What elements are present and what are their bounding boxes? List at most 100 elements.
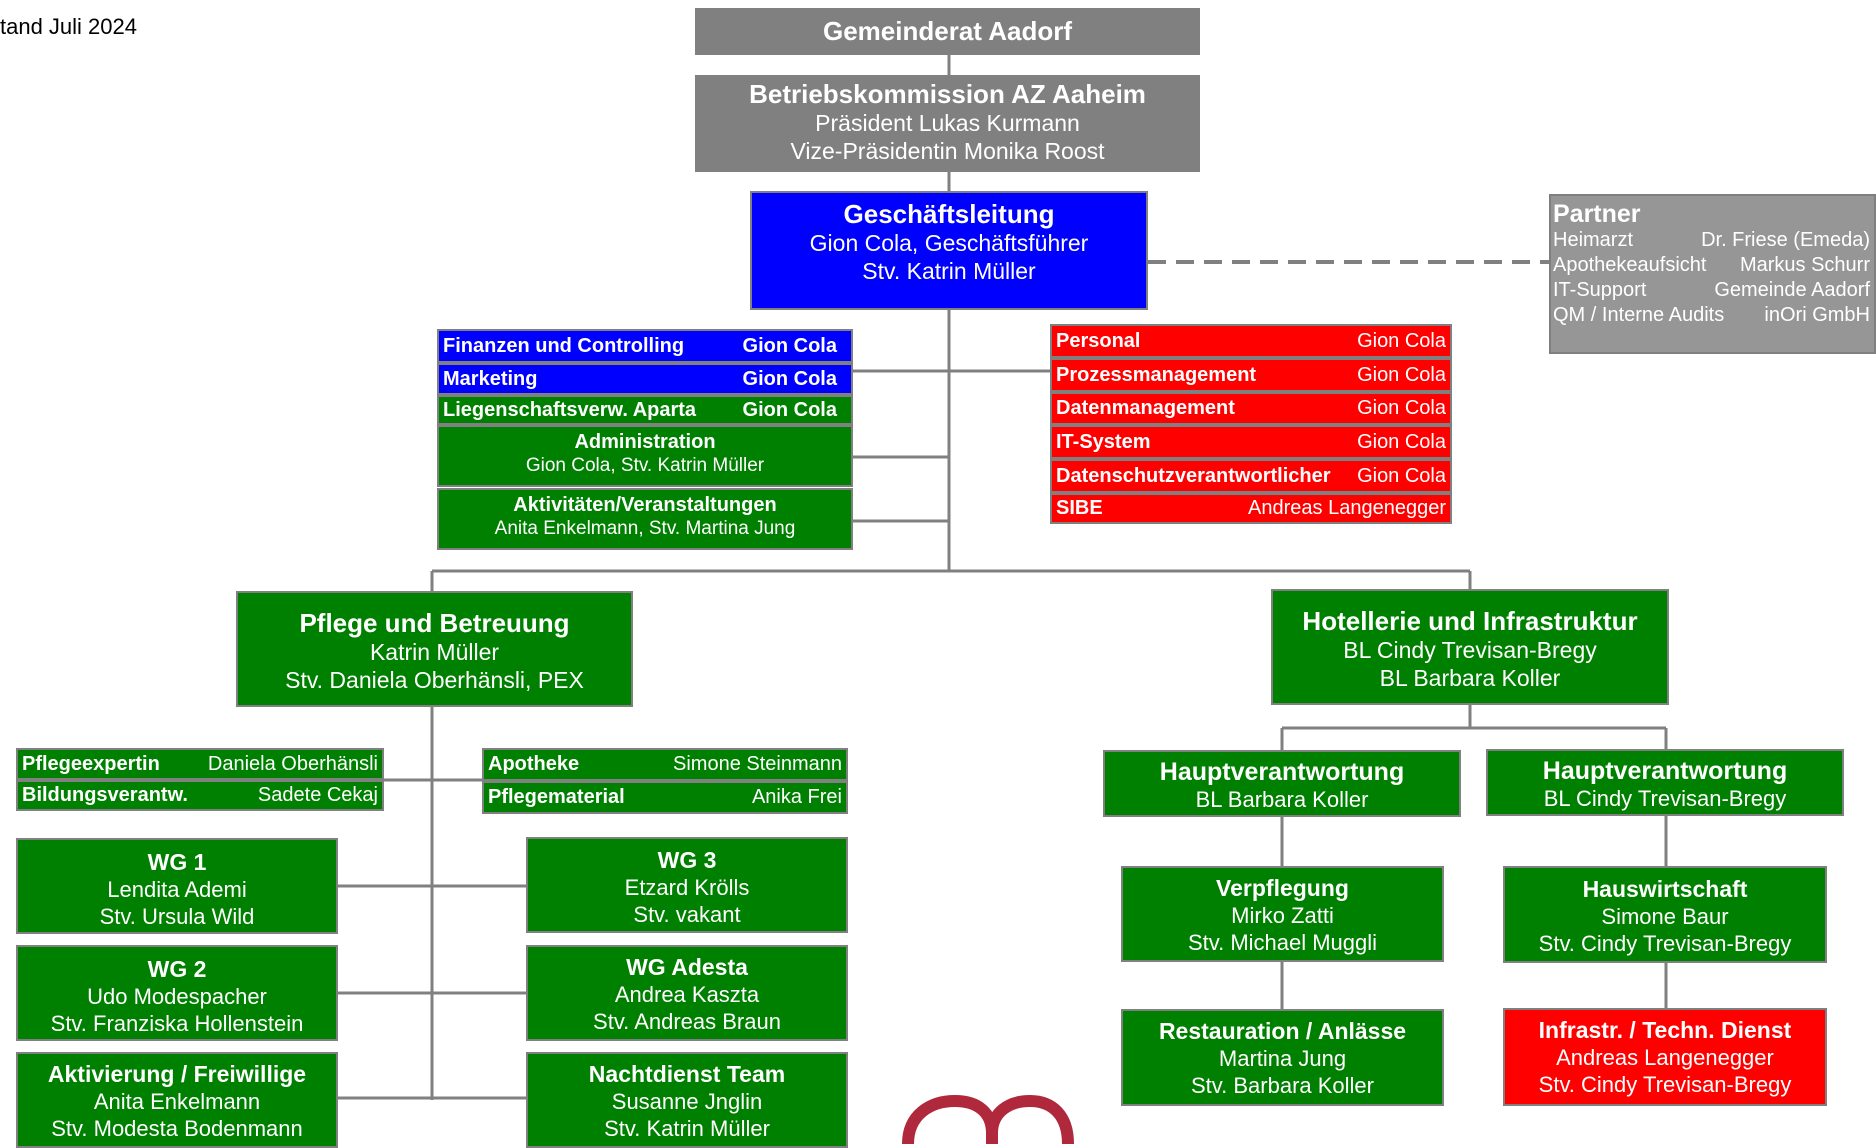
pflege-lead-line: Katrin Müller	[369, 639, 500, 665]
nachtdienst-title: Nachtdienst Team	[588, 1061, 786, 1087]
wgadesta-lead-line: Andrea Kaszta	[614, 982, 760, 1007]
aktivitaeten-box: Aktivitäten/Veranstaltungen Anita Enkelm…	[437, 488, 853, 550]
partner-row: Apothekeaufsicht Markus Schurr	[1551, 253, 1874, 278]
partner-role: Apothekeaufsicht	[1553, 254, 1707, 276]
infrastruktur-lead-line: Andreas Langenegger	[1556, 1045, 1774, 1070]
partner-role: QM / Interne Audits	[1553, 304, 1725, 326]
verpflegung-box: Verpflegung Mirko Zatti Stv. Michael Mug…	[1121, 866, 1444, 962]
pflege-stv-line: Stv. Daniela Oberhänsli, PEX	[285, 667, 584, 693]
aktivierung-lead-line: Anita Enkelmann	[93, 1089, 261, 1114]
partner-row: Heimarzt Dr. Friese (Emeda)	[1551, 228, 1874, 253]
partner-row: QM / Interne Audits inOri GmbH	[1551, 303, 1874, 328]
staff-name: Gion Cola	[742, 398, 837, 421]
aktivitaeten-title: Aktivitäten/Veranstaltungen	[513, 494, 777, 516]
staff-row-marketing: Marketing Gion Cola	[437, 363, 853, 395]
gemeinderat-title: Gemeinderat Aadorf	[823, 16, 1072, 46]
wg2-lead-line: Udo Modespacher	[87, 984, 267, 1009]
vize-praesidentin-line: Vize-Präsidentin Monika Roost	[790, 138, 1105, 164]
partner-name: inOri GmbH	[1764, 304, 1870, 326]
partner-name: Dr. Friese (Emeda)	[1701, 229, 1870, 251]
staff-name: Gion Cola	[742, 334, 837, 357]
betriebskommission-box: Betriebskommission AZ Aaheim Präsident L…	[695, 75, 1200, 172]
partner-box: Partner Heimarzt Dr. Friese (Emeda) Apoth…	[1549, 194, 1876, 354]
staff-name: Gion Cola	[1357, 363, 1446, 386]
staff-role: Personal	[1056, 329, 1141, 352]
staff-role: Marketing	[443, 367, 538, 390]
geschaeftsfuehrer-line: Gion Cola, Geschäftsführer	[809, 230, 1089, 256]
restauration-lead-line: Martina Jung	[1218, 1046, 1347, 1071]
wgadesta-title: WG Adesta	[626, 954, 748, 980]
partner-role: IT-Support	[1553, 279, 1647, 301]
staff-name: Gion Cola	[1357, 329, 1446, 352]
infrastruktur-title: Infrastr. / Techn. Dienst	[1538, 1017, 1792, 1043]
staff-role: IT-System	[1056, 430, 1151, 453]
nachtdienst-box: Nachtdienst Team Susanne Jnglin Stv. Kat…	[526, 1052, 848, 1148]
hauptverantwortung-koller-box: Hauptverantwortung BL Barbara Koller	[1103, 750, 1461, 817]
wg1-title: WG 1	[147, 849, 207, 875]
nachtdienst-stv-line: Stv. Katrin Müller	[604, 1116, 770, 1141]
wg2-box: WG 2 Udo Modespacher Stv. Franziska Holl…	[16, 945, 338, 1041]
wg2-title: WG 2	[147, 956, 207, 982]
wg3-title: WG 3	[657, 847, 717, 873]
hauptverantwortung-title: Hauptverantwortung	[1542, 757, 1788, 785]
hotellerie-title: Hotellerie und Infrastruktur	[1302, 606, 1638, 636]
staff-name: Gion Cola	[1357, 464, 1446, 487]
aaheim-logo-icon	[902, 1095, 1074, 1144]
hotellerie-bl-line: BL Barbara Koller	[1379, 665, 1561, 691]
staff-row-personal: Personal Gion Cola	[1050, 324, 1452, 358]
staff-row-sibe: SIBE Andreas Langenegger	[1050, 493, 1452, 524]
wg1-stv-line: Stv. Ursula Wild	[99, 904, 255, 929]
verpflegung-lead-line: Mirko Zatti	[1231, 903, 1334, 928]
verpflegung-stv-line: Stv. Michael Muggli	[1187, 930, 1378, 955]
hauswirtschaft-stv-line: Stv. Cindy Trevisan-Bregy	[1538, 931, 1792, 956]
partner-role: Heimarzt	[1553, 229, 1634, 251]
infrastruktur-stv-line: Stv. Cindy Trevisan-Bregy	[1538, 1072, 1792, 1097]
staff-name: Andreas Langenegger	[1248, 497, 1446, 519]
staff-role: SIBE	[1056, 497, 1103, 519]
aktivitaeten-line: Anita Enkelmann, Stv. Martina Jung	[494, 518, 796, 539]
staff-role: Prozessmanagement	[1056, 363, 1257, 386]
staff-name: Anika Frei	[751, 786, 842, 808]
betriebskommission-title: Betriebskommission AZ Aaheim	[749, 79, 1146, 109]
staff-name: Gion Cola	[1357, 430, 1446, 453]
wg3-box: WG 3 Etzard Krölls Stv. vakant	[526, 837, 848, 933]
staff-role: Datenschutzverantwortlicher	[1056, 464, 1331, 487]
restauration-box: Restauration / Anlässe Martina Jung Stv.…	[1121, 1009, 1444, 1106]
staff-role: Finanzen und Controlling	[443, 334, 685, 357]
partner-name: Markus Schurr	[1739, 254, 1870, 276]
gemeinderat-box: Gemeinderat Aadorf	[695, 8, 1200, 55]
hauswirtschaft-box: Hauswirtschaft Simone Baur Stv. Cindy Tr…	[1503, 866, 1827, 963]
hotellerie-box: Hotellerie und Infrastruktur BL Cindy Tr…	[1271, 589, 1669, 705]
praesident-line: Präsident Lukas Kurmann	[815, 110, 1080, 136]
infrastruktur-box: Infrastr. / Techn. Dienst Andreas Langen…	[1503, 1008, 1827, 1106]
staff-role: Datenmanagement	[1056, 397, 1235, 419]
hotellerie-bl-line: BL Cindy Trevisan-Bregy	[1343, 637, 1597, 663]
staff-row-apotheke: Apotheke Simone Steinmann	[482, 748, 848, 781]
wg3-lead-line: Etzard Krölls	[624, 875, 750, 900]
wgadesta-box: WG Adesta Andrea Kaszta Stv. Andreas Bra…	[526, 945, 848, 1041]
staff-name: Gion Cola	[742, 367, 837, 390]
staff-row-bildung: Bildungsverantw. Sadete Cekaj	[16, 780, 384, 811]
pflege-title: Pflege und Betreuung	[299, 608, 570, 638]
partner-title: Partner	[1553, 200, 1641, 228]
hauptverantwortung-title: Hauptverantwortung	[1159, 758, 1405, 786]
wg2-stv-line: Stv. Franziska Hollenstein	[50, 1011, 304, 1036]
staff-name: Simone Steinmann	[673, 753, 842, 775]
aktivierung-box: Aktivierung / Freiwillige Anita Enkelman…	[16, 1052, 338, 1148]
partner-name: Gemeinde Aadorf	[1714, 279, 1870, 301]
staff-row-pflegeexpertin: Pflegeexpertin Daniela Oberhänsli	[16, 748, 384, 780]
geschaeftsleitung-title: Geschäftsleitung	[843, 199, 1055, 229]
nachtdienst-lead-line: Susanne Jnglin	[611, 1089, 763, 1114]
staff-role: Pflegematerial	[488, 786, 625, 808]
hauswirtschaft-title: Hauswirtschaft	[1582, 876, 1748, 902]
restauration-title: Restauration / Anlässe	[1158, 1018, 1407, 1044]
staff-row-it-system: IT-System Gion Cola	[1050, 425, 1452, 459]
staff-role: Apotheke	[488, 753, 580, 775]
administration-title: Administration	[574, 431, 716, 453]
aktivierung-stv-line: Stv. Modesta Bodenmann	[51, 1116, 303, 1141]
hauswirtschaft-lead-line: Simone Baur	[1601, 904, 1729, 929]
staff-row-finanzen: Finanzen und Controlling Gion Cola	[437, 329, 853, 363]
partner-row: IT-Support Gemeinde Aadorf	[1551, 278, 1874, 303]
staff-row-liegenschaft: Liegenschaftsverw. Aparta Gion Cola	[437, 395, 853, 425]
